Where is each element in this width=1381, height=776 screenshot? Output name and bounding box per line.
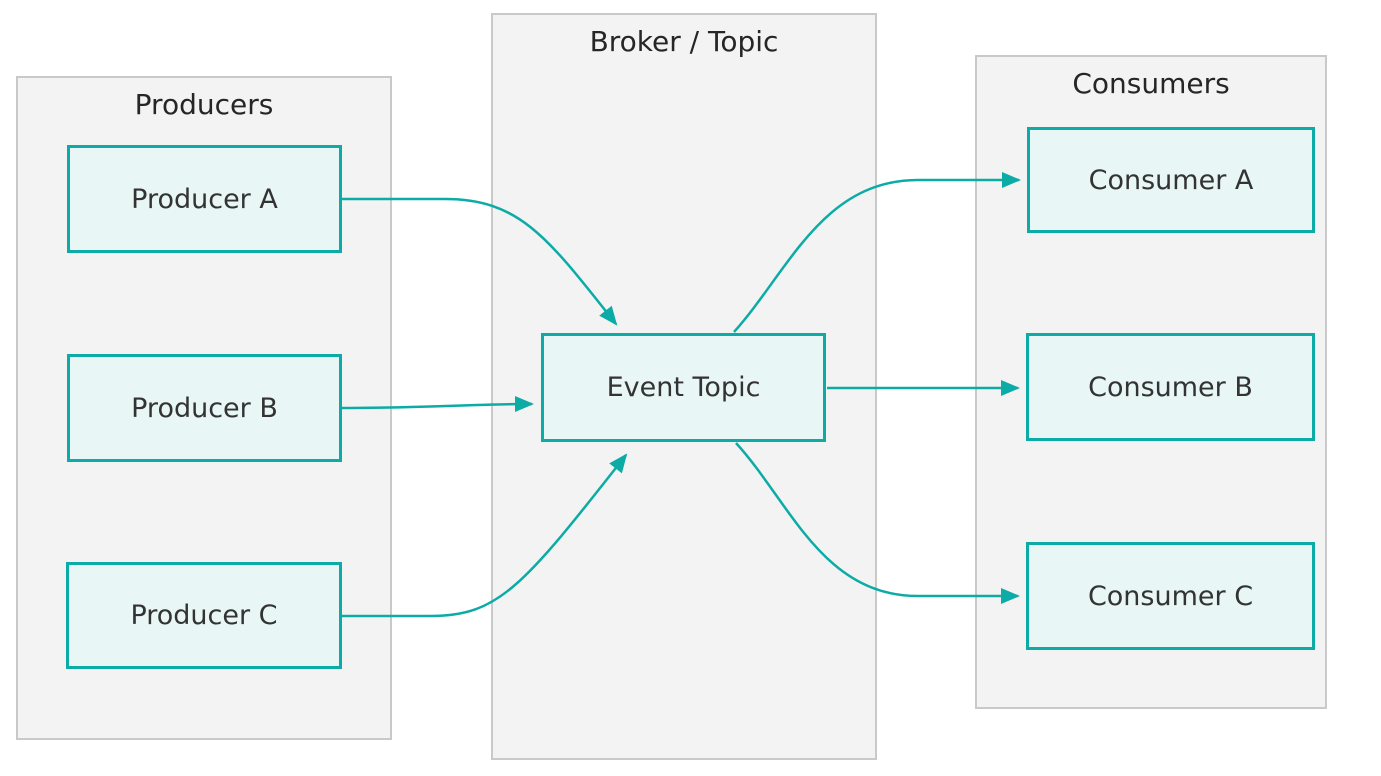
node-consumer-b: Consumer B <box>1026 333 1315 441</box>
group-producers-title: Producers <box>134 88 274 121</box>
node-producer-b-label: Producer B <box>131 392 278 424</box>
node-consumer-c: Consumer C <box>1026 542 1315 650</box>
node-consumer-a-label: Consumer A <box>1088 164 1254 196</box>
node-producer-a: Producer A <box>67 145 342 253</box>
node-event-topic: Event Topic <box>541 333 826 442</box>
node-consumer-c-label: Consumer C <box>1087 580 1254 612</box>
group-consumers-title: Consumers <box>1072 67 1230 100</box>
group-broker-topic-title: Broker / Topic <box>589 25 779 58</box>
node-producer-a-label: Producer A <box>131 183 278 215</box>
node-producer-b: Producer B <box>67 354 342 462</box>
node-producer-c: Producer C <box>66 562 342 669</box>
node-producer-c-label: Producer C <box>130 600 278 631</box>
node-consumer-b-label: Consumer B <box>1088 371 1253 403</box>
node-consumer-a: Consumer A <box>1027 127 1315 233</box>
node-event-topic-label: Event Topic <box>606 372 761 403</box>
